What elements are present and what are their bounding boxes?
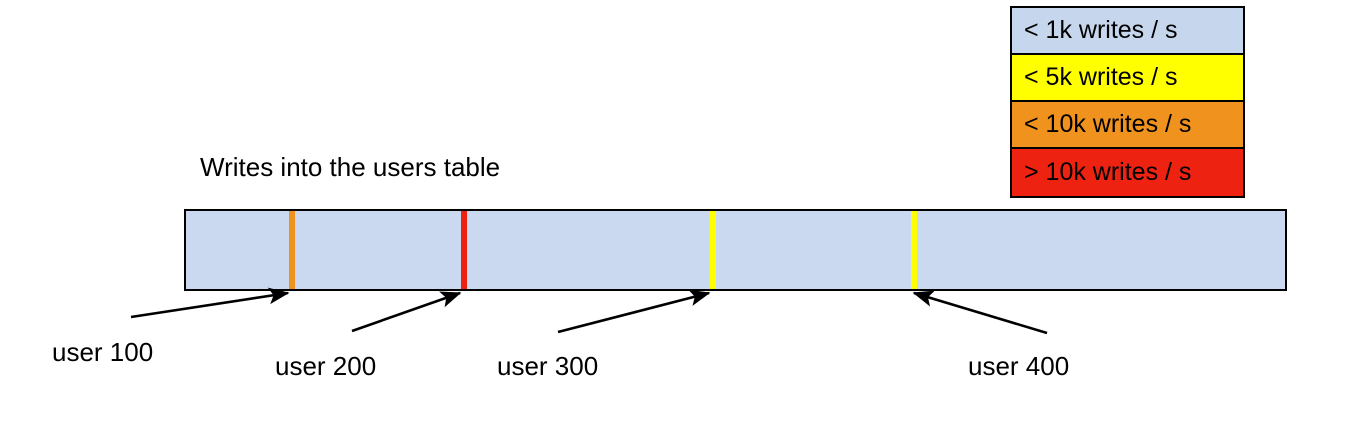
label-user-200: user 200 — [275, 351, 377, 381]
legend-row-under-10k: < 10k writes / s — [1012, 102, 1243, 149]
stripe-user-200 — [461, 211, 467, 289]
legend-row-under-1k: < 1k writes / s — [1012, 8, 1243, 55]
stripe-user-100 — [289, 211, 295, 289]
arrow-user-100 — [130, 287, 290, 319]
label-user-300: user 300 — [497, 351, 599, 381]
stripe-user-400 — [911, 211, 917, 289]
legend-label-under-10k: < 10k writes / s — [1024, 110, 1192, 138]
users-table-bar — [184, 209, 1287, 291]
arrow-user-400 — [912, 290, 1048, 335]
legend-row-under-5k: < 5k writes / s — [1012, 55, 1243, 102]
caption-writes-into-users-table: Writes into the users table — [200, 152, 501, 182]
legend-label-over-10k: > 10k writes / s — [1024, 158, 1192, 186]
legend: < 1k writes / s < 5k writes / s < 10k wr… — [1010, 6, 1245, 198]
arrow-user-300 — [557, 289, 711, 334]
legend-label-under-5k: < 5k writes / s — [1024, 63, 1178, 91]
arrow-user-200 — [351, 291, 462, 333]
stripe-user-300 — [710, 211, 716, 289]
legend-row-over-10k: > 10k writes / s — [1012, 149, 1243, 196]
legend-label-under-1k: < 1k writes / s — [1024, 16, 1178, 44]
label-user-100: user 100 — [52, 337, 154, 367]
label-user-400: user 400 — [968, 351, 1070, 381]
